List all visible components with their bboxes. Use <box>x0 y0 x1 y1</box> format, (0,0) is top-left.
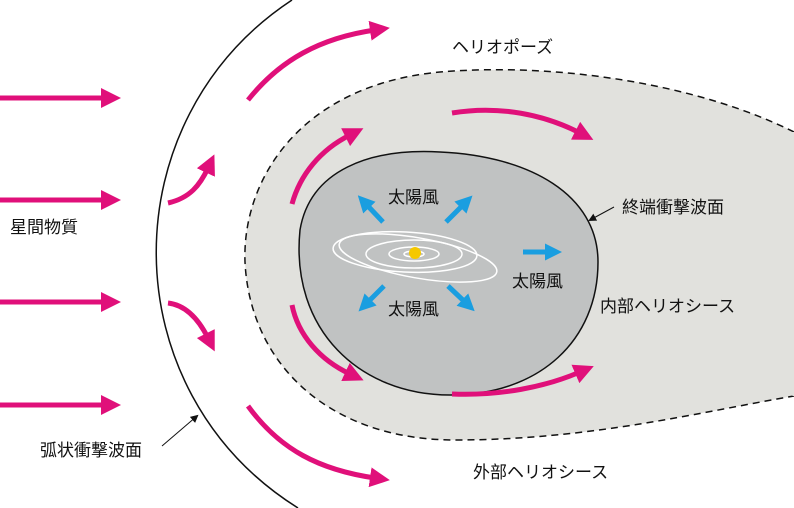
flow-arrow <box>245 404 390 488</box>
solar-wind-label-top: 太陽風 <box>388 188 439 208</box>
termination-shock-pointer <box>588 206 615 221</box>
flow-arrow <box>167 154 215 206</box>
solar-wind-arrow <box>358 284 386 312</box>
solar-wind-label-bottom: 太陽風 <box>388 300 439 320</box>
flow-arrow <box>451 364 594 397</box>
flow-arrow <box>246 20 390 102</box>
sun <box>409 247 421 259</box>
flow-arrow <box>167 300 215 352</box>
solar-wind-label-right: 太陽風 <box>512 272 563 292</box>
solar-wind-arrow <box>357 195 385 224</box>
solar-wind-arrow <box>446 284 475 312</box>
heliopause-label: ヘリオポーズ <box>452 38 553 58</box>
solar-system-orbits <box>332 230 498 283</box>
solar-wind-arrow <box>444 195 473 224</box>
termination-shock-label: 終端衝撃波面 <box>622 198 724 218</box>
bow-shock-label: 弧状衝撃波面 <box>40 441 142 461</box>
flow-arrow <box>451 107 594 140</box>
inner-heliosheath-label: 内部ヘリオシース <box>600 297 735 317</box>
bow-shock-line <box>155 0 299 508</box>
interstellar-medium-label: 星間物質 <box>10 218 78 238</box>
interstellar-flow-arrows <box>0 20 594 488</box>
flow-arrow <box>289 304 364 381</box>
flow-arrow <box>289 128 364 205</box>
bow-shock-pointer <box>161 414 199 447</box>
outer-heliosheath-label: 外部ヘリオシース <box>473 463 608 483</box>
solar-wind-arrows <box>357 195 562 312</box>
